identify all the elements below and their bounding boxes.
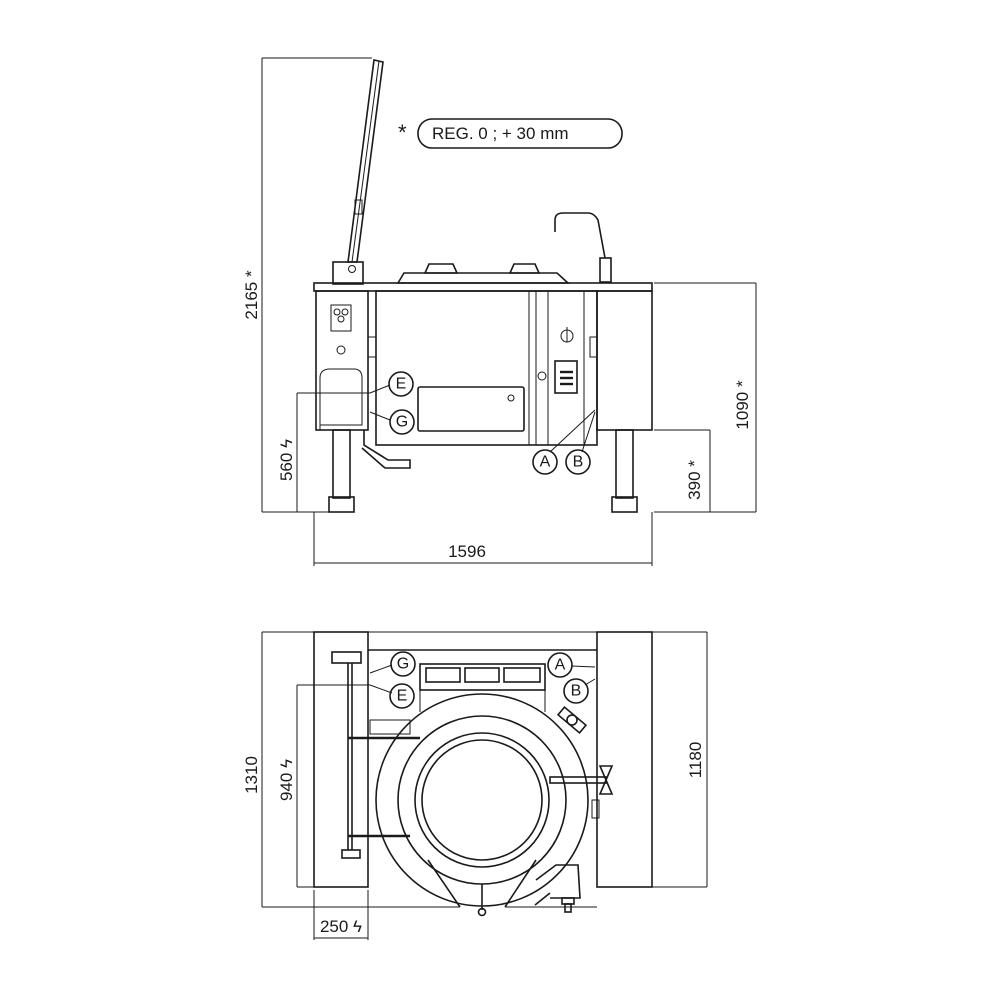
dimension-total-height: 2165 *	[242, 270, 261, 320]
right-column	[596, 290, 653, 431]
lid	[332, 59, 384, 285]
svg-text:G: G	[397, 656, 409, 673]
note-marker: *	[398, 120, 407, 145]
pouring-spout	[361, 430, 411, 469]
dimension-body-height: 1090 *	[733, 380, 752, 430]
connection-b-front: B	[565, 411, 596, 475]
svg-text:E: E	[396, 376, 407, 393]
dimension-leg-height: 390 *	[685, 460, 704, 500]
connection-a-front: A	[532, 409, 596, 475]
svg-text:G: G	[396, 414, 408, 431]
dimension-width: 1596	[448, 542, 486, 561]
svg-text:A: A	[555, 657, 566, 674]
pan-inner	[421, 739, 543, 861]
pan-body	[375, 290, 598, 446]
connection-a-top: A	[547, 652, 596, 678]
top-view: G E A B 1310 940 ϟ	[242, 631, 708, 940]
connection-e-top: E	[369, 683, 415, 709]
dimension-body-depth: 1180	[686, 742, 705, 779]
connection-b-top: B	[563, 678, 596, 704]
valve-icon	[556, 706, 588, 734]
inspection-plate	[417, 386, 525, 432]
water-faucet	[554, 212, 612, 283]
note-box	[417, 118, 623, 149]
left-leg	[332, 429, 351, 499]
connection-g-front: G	[369, 409, 415, 435]
pan-outer-rim	[375, 693, 589, 907]
dimension-side-offset: 250 ϟ	[320, 917, 362, 936]
right-column-top	[596, 631, 653, 888]
regulation-note: * REG. 0 ; + 30 mm	[398, 118, 623, 149]
pan-top	[396, 272, 571, 284]
left-column-top	[313, 631, 369, 888]
svg-text:E: E	[397, 688, 408, 705]
top-plate	[313, 282, 653, 292]
dimension-depth: 1310	[242, 756, 261, 794]
dimension-connection-height: 560 ϟ	[277, 439, 296, 481]
tap-handle-icon	[598, 765, 614, 795]
dimension-lines-front	[261, 57, 757, 566]
right-leg	[615, 429, 634, 499]
svg-text:A: A	[540, 454, 551, 471]
connection-e-front: E	[369, 371, 414, 397]
note-text: REG. 0 ; + 30 mm	[432, 124, 569, 143]
control-panel-right	[554, 360, 578, 394]
dimension-connection-depth: 940 ϟ	[277, 759, 296, 801]
control-panel-left	[330, 304, 352, 332]
svg-text:B: B	[571, 683, 582, 700]
connection-g-top: G	[369, 651, 416, 677]
dimension-lines-top	[261, 631, 708, 940]
front-view: E G A B 2165 *	[242, 57, 757, 566]
svg-text:B: B	[573, 454, 584, 471]
